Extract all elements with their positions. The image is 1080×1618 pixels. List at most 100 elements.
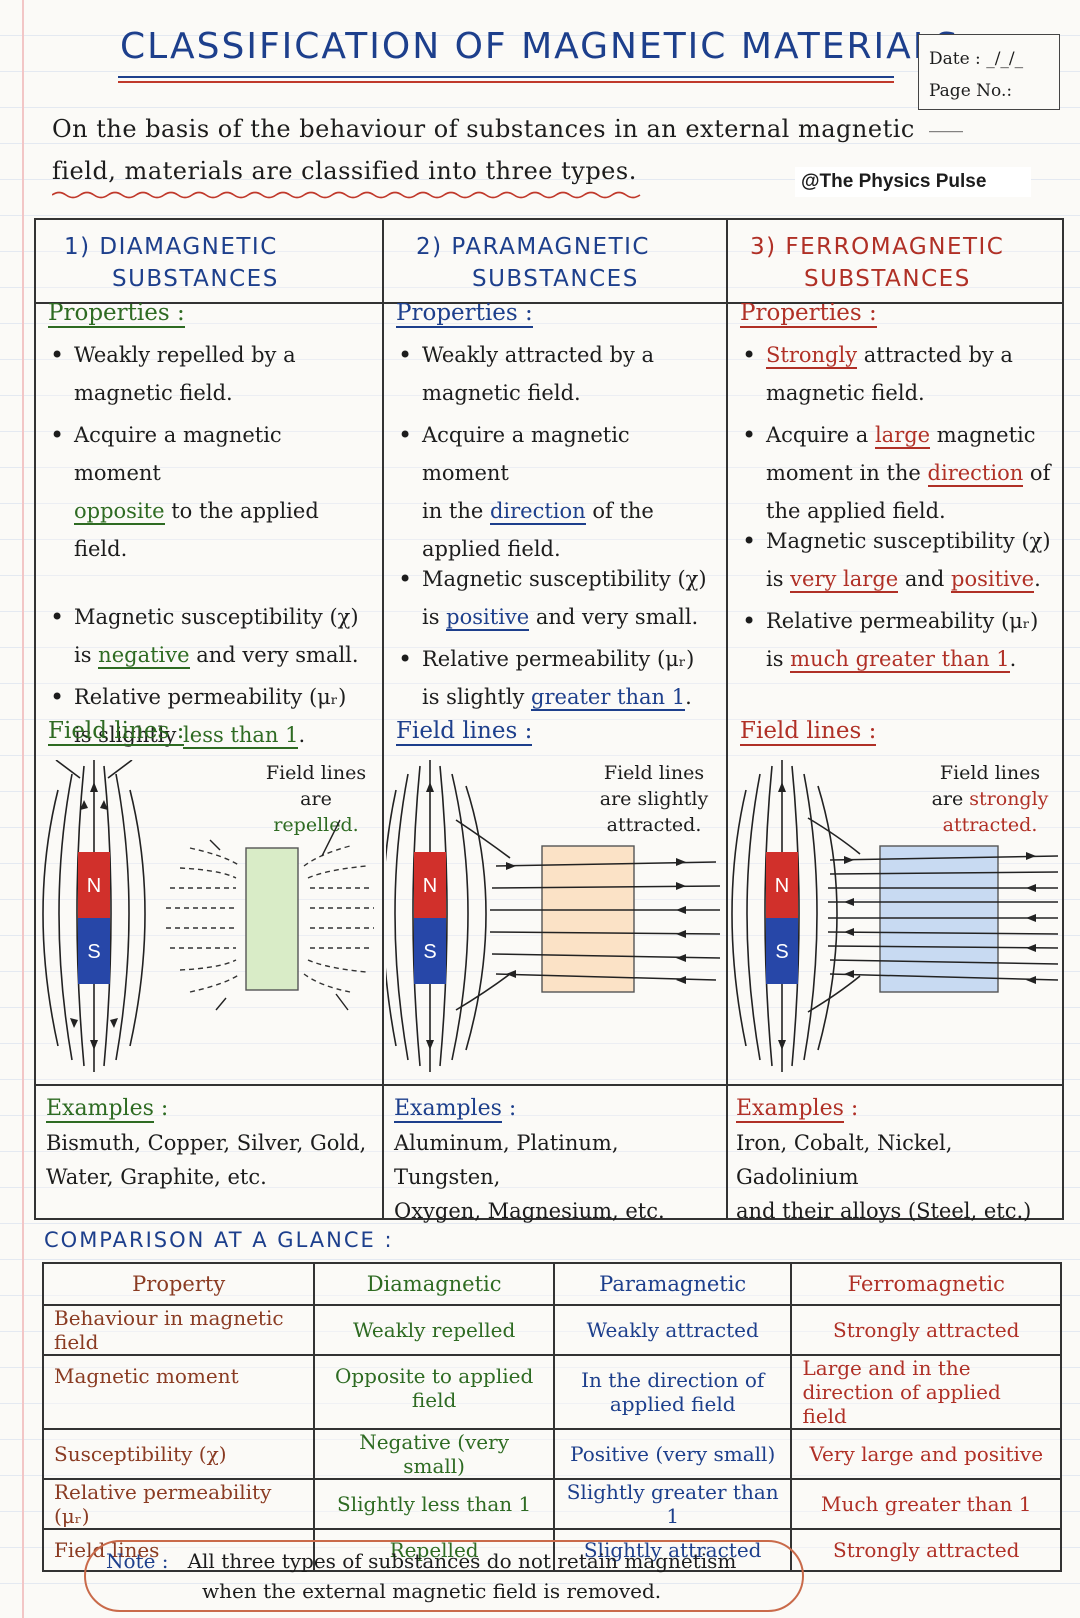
comparison-header-row: Property Diamagnetic Paramagnetic Ferrom… (41, 1262, 1062, 1306)
diamagnetic-properties-list: Weakly repelled by a magnetic field. Acq… (48, 336, 370, 754)
note-line: Field lines (265, 762, 367, 784)
table-cell: Weakly repelled (313, 1304, 555, 1356)
note-line: Field lines (603, 762, 705, 784)
properties-label-text: Properties : (396, 300, 533, 328)
table-cell: Negative (very small) (313, 1428, 555, 1480)
bullet-line: is slightly greater than 1. (422, 678, 718, 716)
table-cell: Behaviour in magnetic field (41, 1304, 316, 1356)
examples-label: Examples : (736, 1096, 859, 1123)
comparison-title: COMPARISON AT A GLANCE : (44, 1228, 394, 1252)
example-line: Aluminum, Platinum, Tungsten, (394, 1131, 619, 1189)
bullet-line: Relative permeability (μᵣ) (422, 647, 695, 671)
property-bullet: Relative permeability (μᵣ) is slightly l… (48, 678, 370, 754)
highlight-word: greater than 1 (531, 685, 686, 711)
bullet-line: Acquire a large magnetic (766, 416, 1060, 454)
property-bullet: Acquire a magnetic moment in the directi… (396, 416, 718, 568)
table-row: Behaviour in magnetic field Weakly repel… (41, 1304, 1062, 1356)
magnet-south-pole (414, 918, 446, 984)
properties-label-text: Properties : (48, 300, 185, 328)
field-lines-note: Field lines are slightly attracted. (584, 760, 724, 838)
note-line: are slightly (599, 788, 709, 810)
heading-line-2: SUBSTANCES (804, 266, 971, 292)
bullet-text: is slightly (422, 685, 532, 709)
diamagnetic-field-diagram: N S (42, 760, 374, 1072)
field-lines-label: Field lines : (740, 718, 877, 746)
highlight-word: negative (98, 643, 190, 669)
bullet-line: the applied field. (766, 499, 946, 523)
bullet-line: Magnetic susceptibility (χ) (766, 529, 1051, 553)
south-label: S (423, 941, 436, 963)
title-underline-red (118, 81, 894, 83)
header-ferromagnetic: Ferromagnetic (790, 1262, 1062, 1306)
bullet-text: . (298, 723, 306, 747)
table-cell: Slightly attracted (552, 1528, 793, 1572)
bullet-line: opposite to the applied field. (74, 492, 370, 568)
field-lines-note: Field lines are repelled. (256, 760, 376, 838)
examples-label-text: Examples (46, 1096, 154, 1123)
property-bullet: Relative permeability (μᵣ) is slightly g… (396, 640, 718, 716)
table-cell: Positive (very small) (552, 1428, 793, 1480)
note-box: Note : All three types of substances do … (84, 1540, 804, 1612)
note-line: are (300, 788, 332, 810)
magnet-south-pole (766, 918, 798, 984)
ferromagnetic-examples: Examples : Iron, Cobalt, Nickel, Gadolin… (736, 1092, 1062, 1228)
bullet-line: magnetic field. (766, 381, 925, 405)
table-cell: Very large and positive (790, 1428, 1062, 1480)
examples-label-text: Examples (736, 1096, 844, 1123)
examples-label-text: Examples (394, 1096, 502, 1123)
header-divider (36, 302, 1062, 304)
highlight-word: direction (489, 499, 586, 525)
table-cell: Large and in the direction of applied fi… (790, 1354, 1062, 1430)
date-box: Date : _/_/_ Page No.: ____ (918, 34, 1060, 133)
field-lines-label-text: Field lines : (48, 718, 185, 746)
diamagnetic-sample (245, 847, 299, 991)
bullet-text: magnetic (930, 423, 1036, 447)
header-paramagnetic: Paramagnetic (552, 1262, 793, 1306)
bullet-line: in the direction of the (422, 492, 718, 530)
table-row: Magnetic moment Opposite to applied fiel… (41, 1354, 1062, 1430)
example-line: and their alloys (Steel, etc.) (736, 1199, 1032, 1223)
column-divider (726, 220, 728, 1218)
bullet-line: Acquire a magnetic moment (422, 423, 630, 485)
title-underline (118, 76, 894, 78)
example-line: Water, Graphite, etc. (46, 1165, 267, 1189)
highlight-word: Strongly (766, 343, 858, 369)
property-bullet: Acquire a large magnetic moment in the d… (740, 416, 1060, 530)
field-lines-label-text: Field lines : (740, 718, 877, 746)
property-bullet: Magnetic susceptibility (χ) is very larg… (740, 522, 1060, 598)
note-line: Field lines (939, 762, 1041, 784)
bullet-line: Strongly attracted by a (766, 336, 1060, 374)
ferromagnetic-column: 3) FERROMAGNETIC SUBSTANCES Properties :… (728, 220, 1062, 1223)
paramagnetic-sample (541, 845, 635, 993)
table-cell: Opposite to applied field (313, 1354, 555, 1430)
bullet-text: of (1023, 461, 1051, 485)
heading-line-1: 1) DIAMAGNETIC (64, 234, 278, 260)
note-line: attracted. (942, 814, 1038, 836)
bullet-text: is (74, 643, 99, 667)
bullet-line: is very large and positive. (766, 560, 1060, 598)
property-bullet: Strongly attracted by a magnetic field. (740, 336, 1060, 412)
table-cell: Slightly less than 1 (313, 1478, 555, 1530)
paramagnetic-field-diagram: N S (386, 760, 721, 1072)
bullet-line: applied field. (422, 537, 561, 561)
property-bullet: Magnetic susceptibility (χ) is negative … (48, 598, 370, 674)
bullet-text: and (898, 567, 952, 591)
paramagnetic-column: 2) PARAMAGNETIC SUBSTANCES Properties : … (384, 220, 724, 1223)
bullet-line: is much greater than 1. (766, 640, 1060, 678)
bullet-text: of the (585, 499, 654, 523)
bullet-line: Weakly attracted by a (422, 343, 655, 367)
example-line: Oxygen, Magnesium, etc. (394, 1199, 665, 1223)
highlight-word: less than 1 (183, 723, 299, 749)
property-bullet: Weakly repelled by a magnetic field. (48, 336, 370, 412)
header-property: Property (41, 1262, 316, 1306)
intro-line-1: On the basis of the behaviour of substan… (52, 115, 915, 143)
table-cell: Relative permeability (μᵣ) (41, 1478, 316, 1530)
column-divider (382, 220, 384, 1218)
bullet-line: is positive and very small. (422, 598, 718, 636)
properties-label: Properties : (396, 300, 533, 328)
north-label: N (775, 875, 789, 897)
highlight-word: large (874, 423, 931, 449)
property-bullet: Weakly attracted by a magnetic field. (396, 336, 718, 412)
magnet-north-pole (414, 852, 446, 918)
examples-label: Examples : (394, 1096, 517, 1123)
